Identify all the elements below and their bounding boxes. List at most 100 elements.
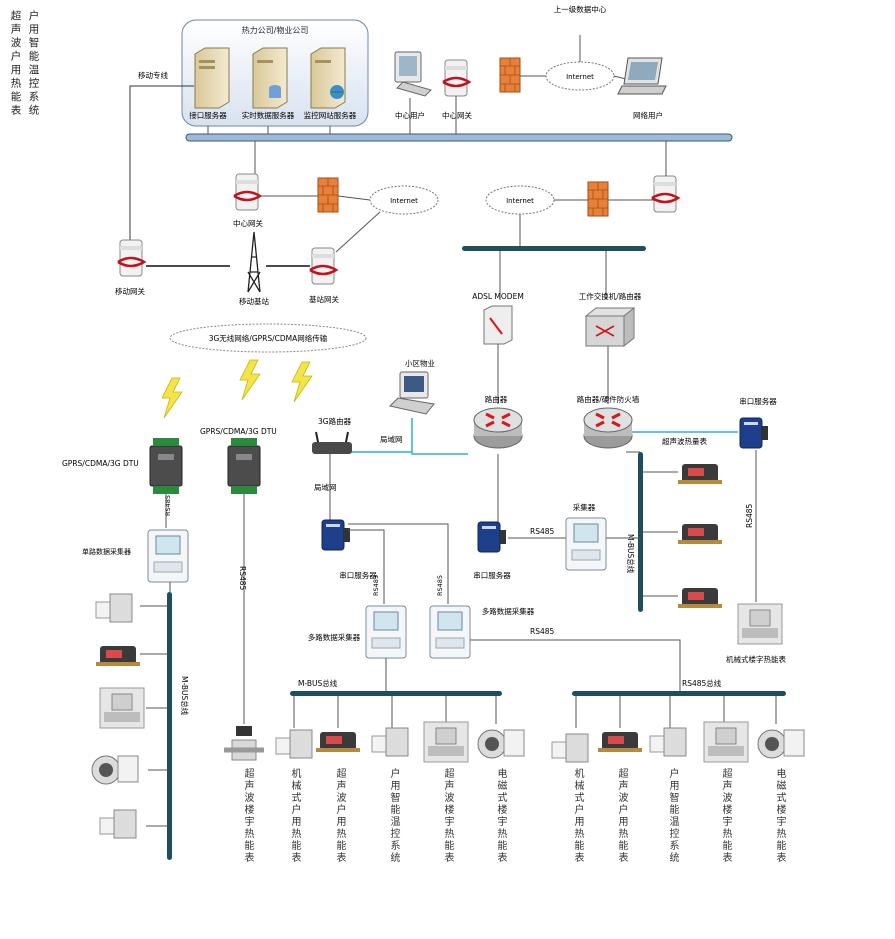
router3g-icon: [312, 431, 352, 454]
collector-c-icon: [565, 517, 607, 571]
bottom-label-l1: 超声波楼宇热能表: [242, 768, 253, 864]
device-br5: [757, 729, 805, 759]
internet-label-mid: Internet: [390, 197, 418, 205]
community-pc-icon: [389, 371, 435, 415]
db-server-icon: [252, 47, 288, 109]
title-col-2: 户用智能温控系统: [27, 10, 40, 118]
serial-server-c-label: 串口服务器: [473, 570, 511, 580]
lan2-label: 局域网: [314, 482, 337, 492]
router-2-label: 路由器/硬件防火墙: [577, 394, 640, 404]
device-bl2: [314, 730, 362, 752]
rs485-bus-label: RS485总线: [682, 678, 722, 688]
rs485-label-b: RS485: [238, 566, 247, 591]
serial-server-c-icon: [477, 521, 507, 553]
mid-bus: [462, 246, 646, 251]
center-gateway-top-label: 中心网关: [442, 110, 472, 120]
bottom-label-l4: 户用智能温控系统: [388, 768, 399, 864]
bottom-label-r4: 超声波楼宇热能表: [720, 768, 731, 864]
bottom-label-l2: 机械式户用热能表: [289, 768, 300, 864]
bottom-label-l3: 超声波户用热能表: [334, 768, 345, 864]
bottom-label-l5: 超声波楼宇热能表: [442, 768, 453, 864]
serial-server-m-label: 串口服务器: [339, 570, 377, 580]
device-l3: [99, 687, 145, 729]
dtu2-label: GPRS/CDMA/3G DTU: [200, 427, 277, 436]
bottom-label-r5: 电磁式楼宇热能表: [774, 768, 785, 864]
wireless-net-cloud: [169, 323, 367, 353]
mech-meter-r-icon: [737, 603, 783, 645]
dtu1-icon: [149, 437, 183, 495]
router-1-icon: [472, 406, 524, 450]
multi-collector-2-label: 多路数据采集器: [482, 606, 535, 616]
multi-collector-1-label: 多路数据采集器: [308, 632, 361, 642]
interface-server-icon: [194, 47, 230, 109]
switch-icon: [584, 306, 636, 348]
mbus-right-label: M-BUS总线: [626, 534, 636, 574]
web-server-icon: [310, 47, 346, 109]
center-gateway-mid-label: 中心网关: [233, 218, 263, 228]
server-group-label: 热力公司/物业公司: [242, 25, 309, 35]
mech-meter-r-label: 机械式楼字热能表: [726, 654, 786, 664]
wireless-net-label: 3G无线网络/GPRS/CDMA网络传输: [209, 333, 328, 343]
bottom-label-r1: 机械式户用热能表: [572, 768, 583, 864]
mbus-mid-label: M-BUS总线: [298, 678, 338, 688]
center-gateway-top-icon: [441, 58, 471, 98]
multi-collector-2-icon: [429, 605, 471, 659]
device-br3: [649, 727, 687, 757]
site-gateway-icon: [308, 246, 338, 286]
serial-server-r-label: 串口服务器: [739, 396, 777, 406]
device-l4: [91, 755, 139, 785]
heat-meter-r3: [676, 586, 724, 608]
serial-server-r-icon: [739, 417, 769, 449]
rs485-label-r: RS485: [745, 503, 754, 528]
serial-server-m-icon: [321, 519, 351, 551]
adsl-modem-icon: [483, 305, 513, 345]
device-bl1: [275, 729, 313, 759]
device-l2: [94, 644, 142, 666]
heat-meter-r2: [676, 522, 724, 544]
ultra-meter-r-label: 超声波热量表: [662, 436, 707, 446]
rs485-bus: [572, 691, 786, 696]
device-br2: [596, 730, 644, 752]
mobile-gateway-label: 移动网关: [115, 286, 145, 296]
device-l5: [99, 809, 137, 839]
router-1-label: 路由器: [485, 394, 508, 404]
adsl-label: ADSL MODEM: [472, 292, 524, 301]
mobile-gateway-icon: [116, 238, 146, 278]
cell-tower-icon: [247, 231, 261, 293]
mbus-mid-bus: [290, 691, 502, 696]
center-gateway-mid-icon: [232, 172, 262, 212]
device-br1: [551, 733, 589, 763]
device-bl4: [423, 721, 469, 763]
firewall-top-icon: [499, 57, 521, 93]
rt-server-label: 实时数据服务器: [242, 110, 295, 120]
rs485-label-m1: RS485: [372, 575, 380, 596]
switch-label: 工作交换机/路由器: [579, 291, 642, 301]
upper-center-label: 上一级数据中心: [554, 4, 607, 14]
router-2-icon: [582, 406, 634, 450]
device-l1: [95, 593, 133, 623]
device-br4: [703, 721, 749, 763]
mobile-line-label: 移动专线: [138, 70, 168, 80]
lan1-label: 局域网: [380, 434, 403, 444]
site-gateway-label: 基站网关: [309, 294, 339, 304]
title-col-1: 超声波户用热能表: [9, 10, 22, 118]
router3g-label: 3G路由器: [318, 416, 352, 426]
internet-label-top: Internet: [566, 73, 594, 81]
firewall-right-icon: [587, 181, 609, 217]
lightning-2: [239, 359, 261, 401]
community-label: 小区物业: [405, 358, 435, 368]
net-user-label: 网络用户: [633, 110, 663, 120]
collector-l-icon: [147, 529, 189, 583]
pc-icon: [394, 51, 432, 97]
interface-server-label: 接口服务器: [189, 110, 227, 120]
heat-meter-r1: [676, 462, 724, 484]
backbone-bus: [185, 133, 733, 142]
rs485-label-m2: RS485: [436, 575, 444, 596]
bottom-label-l6: 电磁式楼宇热能表: [495, 768, 506, 864]
rs485-label-a: RS485: [164, 495, 172, 516]
firewall-mid-icon: [317, 177, 339, 213]
mbus-right-bus: [638, 452, 643, 612]
bottom-label-r3: 户用智能温控系统: [667, 768, 678, 864]
flow-meter-l-icon: [224, 726, 264, 761]
